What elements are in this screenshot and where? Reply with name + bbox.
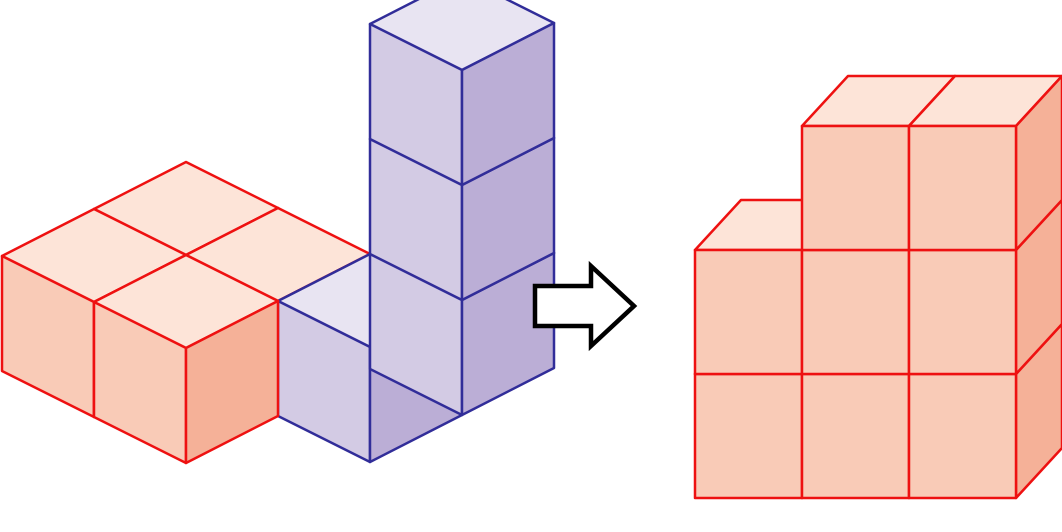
cube-front-face bbox=[800, 372, 911, 500]
right-cube-8 bbox=[907, 74, 1062, 252]
cube-front-face bbox=[907, 124, 1018, 252]
right-arrow-icon bbox=[532, 260, 638, 352]
cube-front-face bbox=[907, 372, 1018, 500]
cube-front-face bbox=[907, 248, 1018, 376]
left-cube-6 bbox=[368, 0, 556, 187]
cube-side-face bbox=[460, 21, 556, 187]
cube-front-face bbox=[693, 372, 804, 500]
cube-front-face bbox=[693, 248, 804, 376]
right-cube-figure bbox=[693, 74, 1062, 500]
left-cube-figure bbox=[0, 0, 556, 465]
left-cube-8 bbox=[92, 253, 280, 465]
cube-front-face bbox=[800, 124, 911, 252]
arrow-shape bbox=[532, 260, 638, 352]
cube-side-face bbox=[184, 299, 280, 465]
cube-front-face bbox=[800, 248, 911, 376]
